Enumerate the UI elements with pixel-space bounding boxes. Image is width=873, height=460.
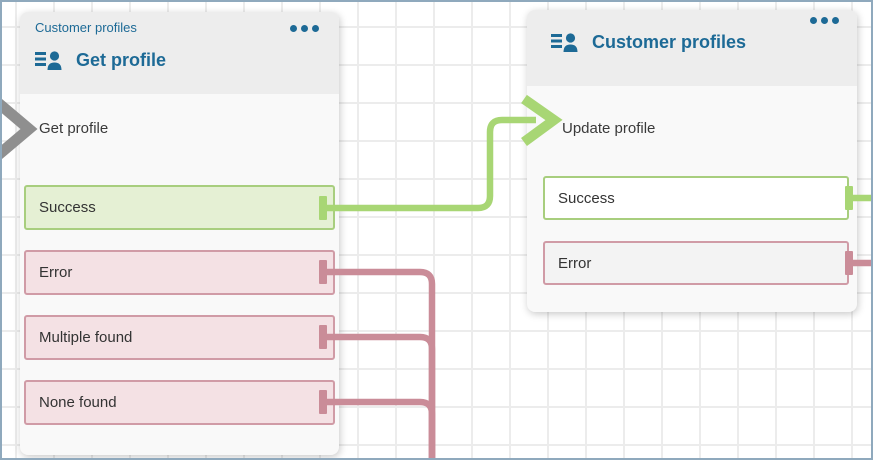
ellipsis-menu-icon[interactable] — [290, 25, 319, 32]
block-header-update-profile[interactable]: Customer profiles — [527, 10, 857, 86]
action-label: Update profile — [562, 120, 656, 137]
ellipsis-menu-icon[interactable] — [810, 17, 839, 24]
customer-profiles-icon — [551, 33, 578, 52]
output-row-success: Success — [543, 176, 849, 220]
output-row-none-found: None found — [24, 380, 335, 425]
action-label: Get profile — [39, 120, 109, 137]
output-label: Multiple found — [39, 329, 133, 346]
block-type-label: Customer profiles — [35, 20, 137, 35]
output-label: Error — [39, 264, 73, 281]
wire-none-found[interactable] — [323, 398, 436, 460]
wire-multiple-found[interactable] — [323, 333, 436, 460]
output-label: None found — [39, 394, 117, 411]
output-row-multiple-found: Multiple found — [24, 315, 335, 360]
block-title: Get profile — [76, 49, 167, 70]
block-update-profile[interactable]: Customer profiles Update profile Success… — [527, 10, 857, 312]
wire-success-to-update-profile[interactable] — [323, 116, 536, 212]
output-label: Success — [39, 199, 96, 216]
output-label: Success — [558, 189, 615, 207]
output-row-success: Success — [24, 185, 335, 230]
output-label: Error — [558, 254, 592, 272]
block-header-get-profile[interactable]: Customer profiles Get profile — [20, 12, 339, 94]
customer-profiles-icon — [35, 51, 62, 70]
block-get-profile[interactable]: Customer profiles Get profile Get profil… — [20, 12, 339, 455]
block-title: Customer profiles — [592, 31, 747, 52]
wire-error[interactable] — [323, 268, 436, 460]
output-row-error: Error — [543, 241, 849, 285]
output-row-error: Error — [24, 250, 335, 295]
